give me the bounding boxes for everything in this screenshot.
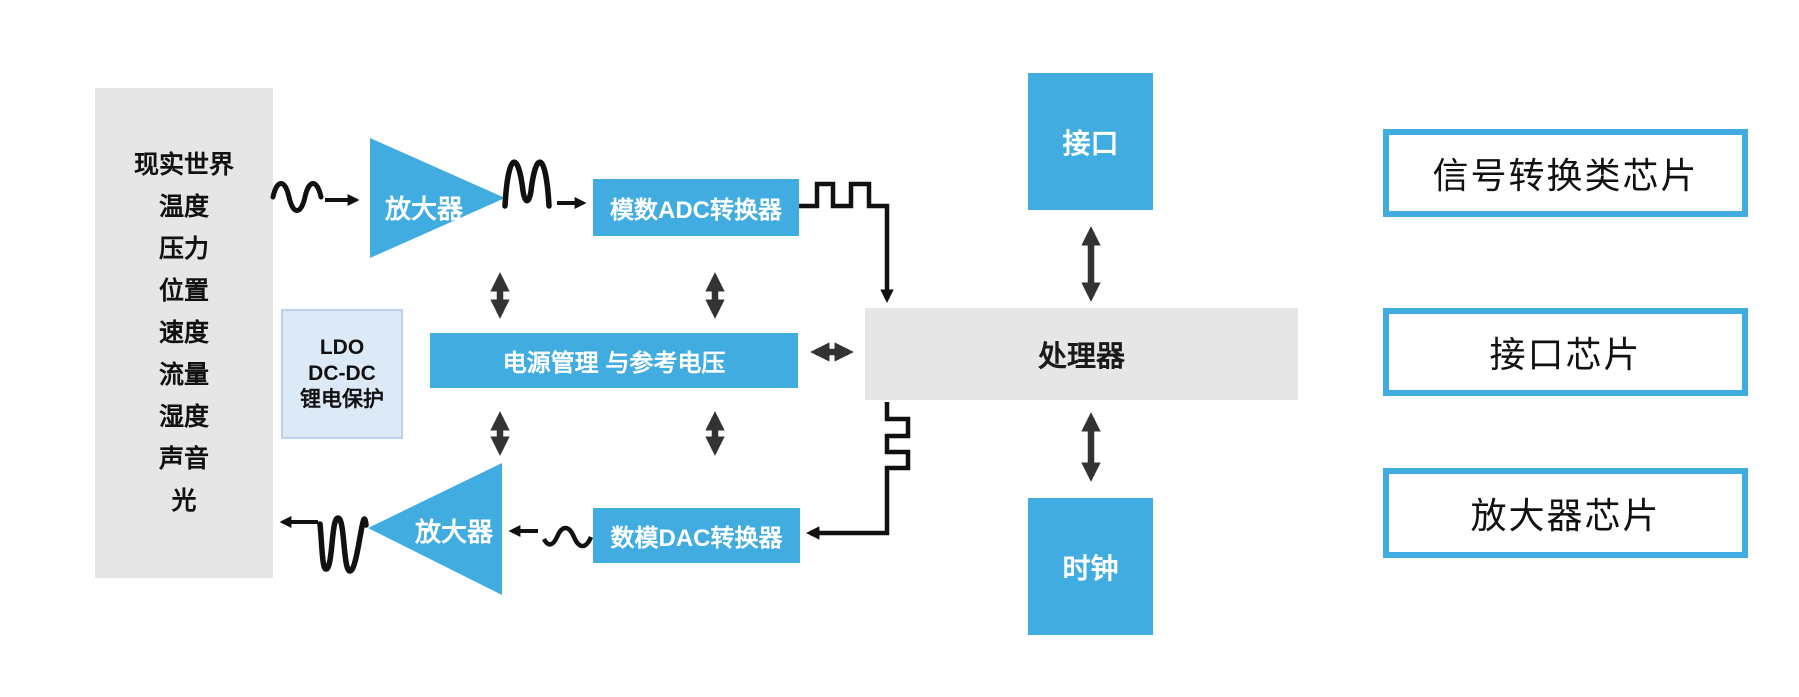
ldo-box: LDO DC-DC 锂电保护 [281, 309, 403, 439]
real-world-item: 流量 [158, 361, 209, 389]
amplifier-triangle-bottom-icon [368, 463, 502, 595]
processor-to-dac-square-wave-icon [805, 402, 911, 540]
power-management-box: 电源管理 与参考电压 [430, 333, 798, 388]
ldo-line: 锂电保护 [300, 388, 384, 411]
amplifier-bottom-label-wrap: 放大器 [406, 513, 502, 547]
adc-label: 模数ADC转换器 [610, 197, 782, 224]
amplified-wave-icon [502, 159, 552, 209]
input-sine-wave-icon [270, 181, 324, 213]
dac-label: 数模DAC转换器 [610, 525, 783, 552]
adc-output-square-wave-icon [799, 181, 894, 304]
legend-interface-chips: 接口芯片 [1383, 308, 1748, 396]
real-world-item: 湿度 [158, 403, 209, 431]
amplifier-top-label-wrap: 放大器 [368, 190, 480, 224]
adc-box: 模数ADC转换器 [593, 179, 799, 236]
amplifier-triangle-top-icon [370, 138, 505, 258]
dac-box: 数模DAC转换器 [593, 508, 800, 563]
output-wave-icon [317, 515, 369, 574]
real-world-item: 光 [171, 487, 197, 515]
power-management-label: 电源管理 与参考电压 [502, 350, 726, 377]
legend-label: 信号转换类芯片 [1432, 155, 1699, 196]
legend-label: 放大器芯片 [1470, 495, 1661, 536]
ldo-line: DC-DC [308, 362, 376, 385]
real-world-item: 温度 [158, 193, 209, 221]
amplifier-bottom-label: 放大器 [414, 516, 493, 547]
legend-signal-conversion-chips: 信号转换类芯片 [1383, 129, 1748, 217]
dac-output-wave-icon [541, 525, 594, 549]
processor-box: 处理器 [865, 308, 1298, 400]
real-world-item: 位置 [158, 277, 209, 305]
legend-label: 接口芯片 [1489, 334, 1642, 375]
interface-box: 接口 [1028, 73, 1153, 210]
clock-box: 时钟 [1028, 498, 1153, 635]
real-world-title: 现实世界 [133, 151, 234, 179]
interface-label: 接口 [1062, 127, 1119, 159]
amplifier-top-label: 放大器 [384, 193, 463, 224]
legend-amplifier-chips: 放大器芯片 [1383, 468, 1748, 558]
real-world-item: 压力 [158, 235, 209, 263]
real-world-box: 现实世界 温度 压力 位置 速度 流量 湿度 声音 光 [95, 88, 273, 578]
real-world-item: 声音 [158, 445, 209, 473]
real-world-item: 速度 [158, 319, 209, 347]
clock-label: 时钟 [1062, 552, 1119, 584]
processor-label: 处理器 [1037, 341, 1125, 373]
ldo-line: LDO [319, 336, 365, 359]
